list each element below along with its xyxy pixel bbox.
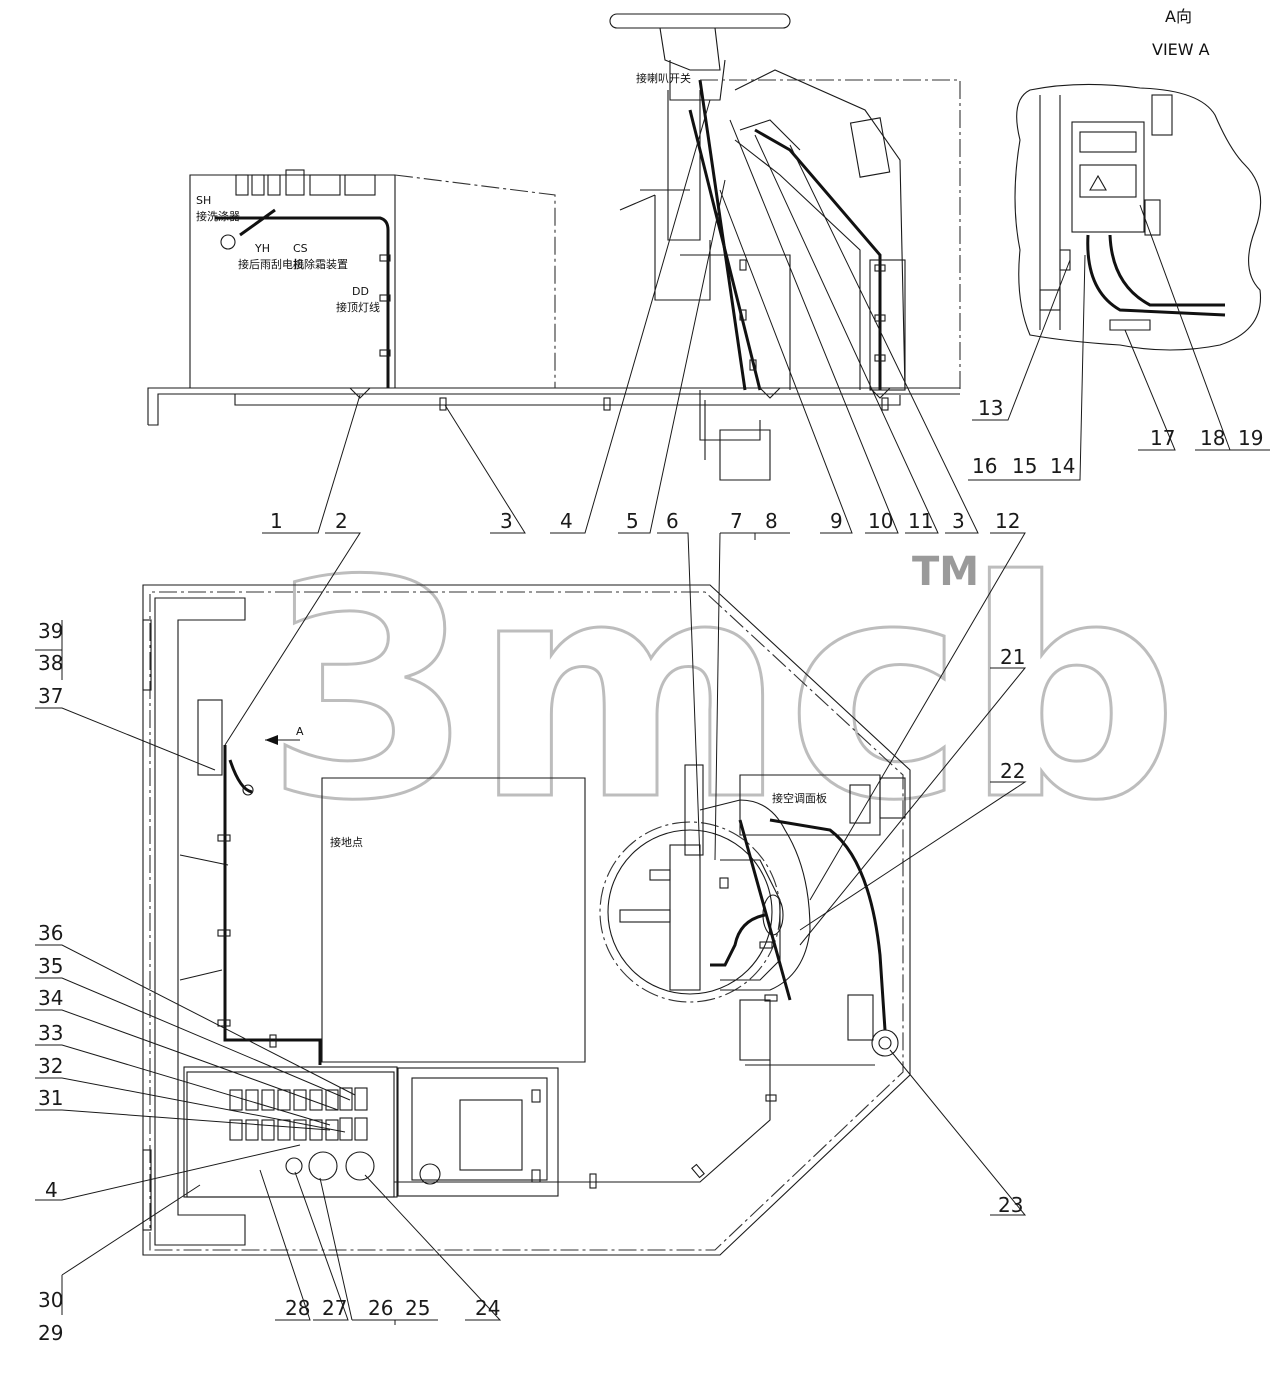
watermark: 3mcb TM [264, 516, 1181, 868]
callout-17: 17 [1150, 426, 1175, 450]
callout-39: 39 [38, 619, 63, 643]
label-sh-desc: 接洗涤器 [196, 209, 240, 223]
callout-15: 15 [1012, 454, 1037, 478]
callout-38: 38 [38, 651, 63, 675]
callout-36: 36 [38, 921, 63, 945]
relay-row [235, 169, 376, 196]
label-dd-desc: 接顶灯线 [336, 300, 380, 314]
callout-16: 16 [972, 454, 997, 478]
label-horn-switch: 接喇叭开关 [636, 71, 691, 85]
label-cs-desc: 接除霜装置 [293, 257, 348, 271]
callout-13: 13 [978, 396, 1003, 420]
callout-35: 35 [38, 954, 63, 978]
callout-32: 32 [38, 1054, 63, 1078]
callout-28: 28 [285, 1296, 310, 1320]
callout-numbers: 1 2 3 4 5 6 7 8 9 10 11 3 12 13 16 15 14… [38, 396, 1263, 1345]
callout-5: 5 [626, 509, 639, 533]
watermark-text: 3mcb [265, 517, 1179, 866]
label-dd: DD [352, 285, 369, 298]
label-yh: YH [254, 242, 270, 255]
callout-12: 12 [995, 509, 1020, 533]
callout-34: 34 [38, 986, 63, 1010]
callout-9: 9 [830, 509, 843, 533]
callout-4b: 4 [45, 1178, 58, 1202]
callout-22: 22 [1000, 759, 1025, 783]
callout-23: 23 [998, 1193, 1023, 1217]
leader-lines [35, 99, 1270, 1325]
callout-18: 18 [1200, 426, 1225, 450]
view-arrow-letter: A [296, 725, 304, 738]
view-a-detail [1014, 83, 1262, 351]
callout-27: 27 [322, 1296, 347, 1320]
callout-30: 30 [38, 1288, 63, 1312]
callout-4: 4 [560, 509, 573, 533]
callout-10: 10 [868, 509, 893, 533]
label-sh: SH [196, 194, 211, 207]
callout-21: 21 [1000, 645, 1025, 669]
label-cs: CS [293, 242, 308, 255]
plan-view: A 接地点 [142, 584, 911, 1256]
callout-29: 29 [38, 1321, 63, 1345]
callout-25: 25 [405, 1296, 430, 1320]
callout-37: 37 [38, 684, 63, 708]
callout-1: 1 [270, 509, 283, 533]
label-ac-panel: 接空调面板 [772, 791, 827, 805]
callout-3: 3 [500, 509, 513, 533]
callout-14: 14 [1050, 454, 1075, 478]
view-caption-en: VIEW A [1152, 40, 1210, 59]
switch-row-2 [229, 1117, 368, 1141]
callout-8: 8 [765, 509, 778, 533]
watermark-tm: TM [912, 549, 979, 595]
label-yh-desc: 接后雨刮电机 [238, 257, 304, 271]
callout-31: 31 [38, 1086, 63, 1110]
callout-33: 33 [38, 1021, 63, 1045]
view-caption-cn: A向 [1165, 7, 1192, 26]
callout-7: 7 [730, 509, 743, 533]
callout-3b: 3 [952, 509, 965, 533]
side-view: SH 接洗涤器 YH 接后雨刮电机 CS 接除霜装置 DD 接顶灯线 接喇叭开关 [147, 13, 961, 481]
callout-24: 24 [475, 1296, 500, 1320]
callout-26: 26 [368, 1296, 393, 1320]
callout-6: 6 [666, 509, 679, 533]
callout-2: 2 [335, 509, 348, 533]
callout-11: 11 [908, 509, 933, 533]
label-ground-point: 接地点 [330, 836, 363, 849]
callout-19: 19 [1238, 426, 1263, 450]
